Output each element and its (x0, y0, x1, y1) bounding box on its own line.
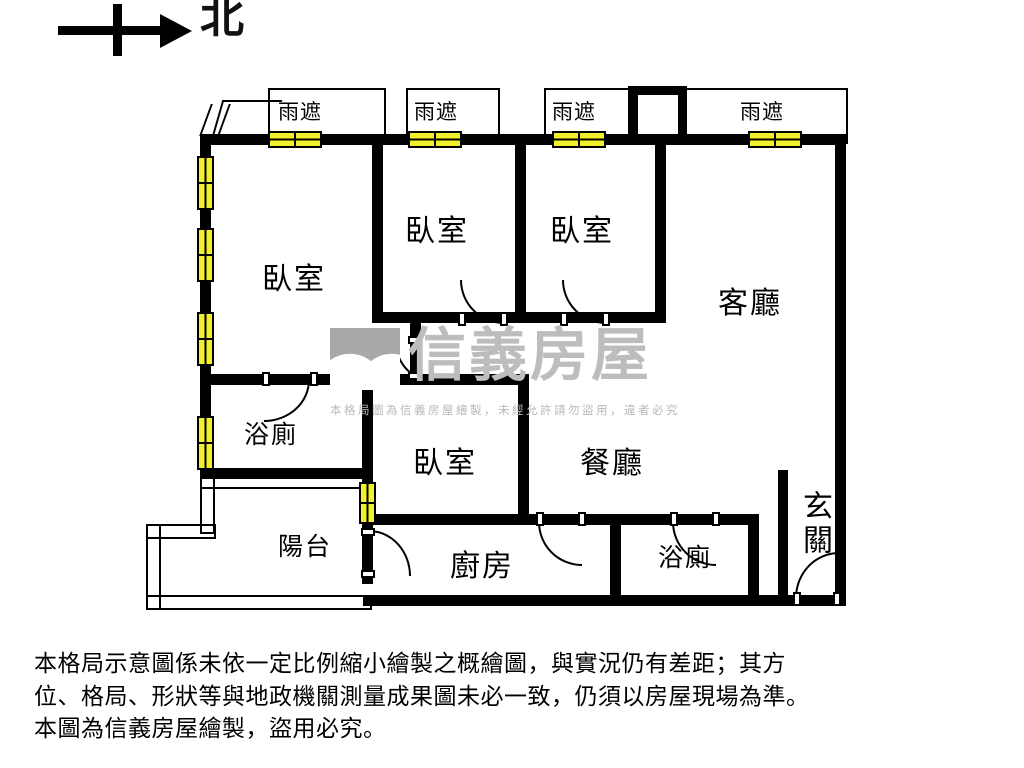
door-jamb-kitchen-b (578, 512, 586, 526)
room-label-bedroom-north1: 臥室 (405, 214, 469, 249)
door-bedroom-north1[interactable] (460, 280, 504, 324)
door-jamb-bathroom-east-b (712, 512, 720, 526)
disclaimer-line-1: 本格局示意圖係未依一定比例縮小繪製之概繪圖，與實況仍有差距；其方 (34, 651, 786, 677)
window-west-4 (197, 416, 214, 470)
room-label-bathroom-west: 浴廁 (244, 420, 299, 449)
door-jamb-bedroom-north1-b (500, 312, 508, 326)
door-balcony[interactable] (369, 530, 411, 576)
room-label-balcony: 陽台 (278, 532, 333, 561)
north-arrow: 北 (0, 0, 300, 70)
balcony-edge-top (200, 474, 370, 489)
exterior-wall-east (835, 134, 846, 606)
window-north-4 (748, 131, 802, 148)
exterior-wall-west (200, 134, 211, 474)
room-label-bedroom-north2: 臥室 (550, 214, 614, 249)
door-jamb-balcony-b (361, 570, 375, 578)
interior-wall-bathroom-east-east (748, 514, 759, 606)
window-west-1 (197, 156, 214, 210)
interior-wall-bedroom-west-east (372, 140, 383, 322)
window-north-3 (552, 131, 606, 148)
interior-wall-bathroom-top-left (200, 374, 320, 385)
shaft-wall-top (628, 86, 686, 95)
interior-wall-bedroom-north-divider (515, 140, 526, 322)
room-label-bedroom-center: 臥室 (413, 446, 477, 481)
disclaimer-line-3: 本圖為信義房屋繪製，盜用必究。 (34, 716, 387, 743)
door-kitchen[interactable] (538, 522, 582, 566)
disclaimer: 本格局示意圖係未依一定比例縮小繪製之概繪圖，與實況仍有差距；其方 位、格局、形狀… (34, 648, 992, 746)
interior-wall-center-bedroom-east (518, 374, 529, 519)
exterior-wall-north (200, 134, 846, 145)
shaft-wall-left (628, 86, 638, 142)
interior-wall-bedrooms-south (372, 312, 666, 323)
balcony-edge-bottom (146, 595, 372, 610)
disclaimer-line-2: 位、格局、形狀等與地政機關測量成果圖未必一致，仍須以房屋現場為準。 (34, 683, 810, 710)
canopy-label-4: 雨遮 (740, 100, 784, 124)
interior-wall-bathroom-east-west (610, 514, 621, 606)
shaft-wall-right (678, 86, 687, 142)
floor-plan: 雨遮 雨遮 雨遮 雨遮 (0, 0, 1024, 640)
door-jamb-entrance-a (793, 592, 801, 606)
door-main-entrance[interactable] (795, 552, 839, 598)
window-center-bedroom (359, 482, 376, 524)
room-label-kitchen: 廚房 (450, 549, 514, 584)
interior-wall-bathroom-bottom (200, 468, 373, 479)
door-bathroom-west[interactable] (264, 380, 310, 422)
north-arrow-crossbar (113, 4, 122, 56)
canopy-label-2: 雨遮 (414, 100, 458, 124)
room-label-bedroom-west: 臥室 (262, 262, 326, 297)
watermark-notice: 本格局圖為信義房屋繪製，未經允許請勿盜用，違者必究 (330, 403, 680, 417)
balcony-edge-upper-left (200, 474, 215, 534)
door-jamb-balcony-a (361, 528, 375, 536)
window-west-3 (197, 312, 214, 366)
interior-wall-bathroom-east-top (610, 514, 758, 525)
room-label-dining-room: 餐廳 (580, 446, 644, 481)
north-arrow-shaft (58, 26, 166, 35)
north-arrow-head (160, 14, 192, 48)
door-jamb-entrance-b (833, 592, 841, 606)
window-north-1 (268, 131, 322, 148)
room-label-foyer: 玄關 (797, 490, 832, 558)
window-north-2 (408, 131, 462, 148)
door-jamb-bedroom-north2-b (602, 312, 610, 326)
door-jamb-bedroom-north1-a (458, 312, 466, 326)
interior-wall-kitchen-top (363, 514, 618, 525)
door-jamb-kitchen-a (536, 512, 544, 526)
door-jamb-bedroom-north2-a (560, 312, 568, 326)
window-west-2 (197, 228, 214, 282)
canopy-label-3: 雨遮 (552, 100, 596, 124)
door-jamb-corridor-b (408, 372, 422, 380)
interior-wall-living-west (655, 140, 666, 322)
door-jamb-bathroom-east-a (670, 512, 678, 526)
room-label-bathroom-east: 浴廁 (658, 543, 713, 572)
north-label: 北 (200, 0, 244, 43)
interior-wall-center-bedroom-west (362, 374, 373, 584)
door-bedroom-north2[interactable] (562, 280, 606, 324)
canopy-label-1: 雨遮 (278, 100, 322, 124)
interior-wall-foyer-west (778, 470, 788, 606)
door-jamb-corridor-a (408, 336, 422, 344)
door-jamb-bathroom-west-b (310, 372, 318, 386)
room-label-living-room: 客廳 (718, 286, 782, 321)
door-jamb-bathroom-west-a (262, 372, 270, 386)
exterior-wall-south (363, 595, 846, 606)
door-bathroom-east[interactable] (672, 522, 716, 566)
